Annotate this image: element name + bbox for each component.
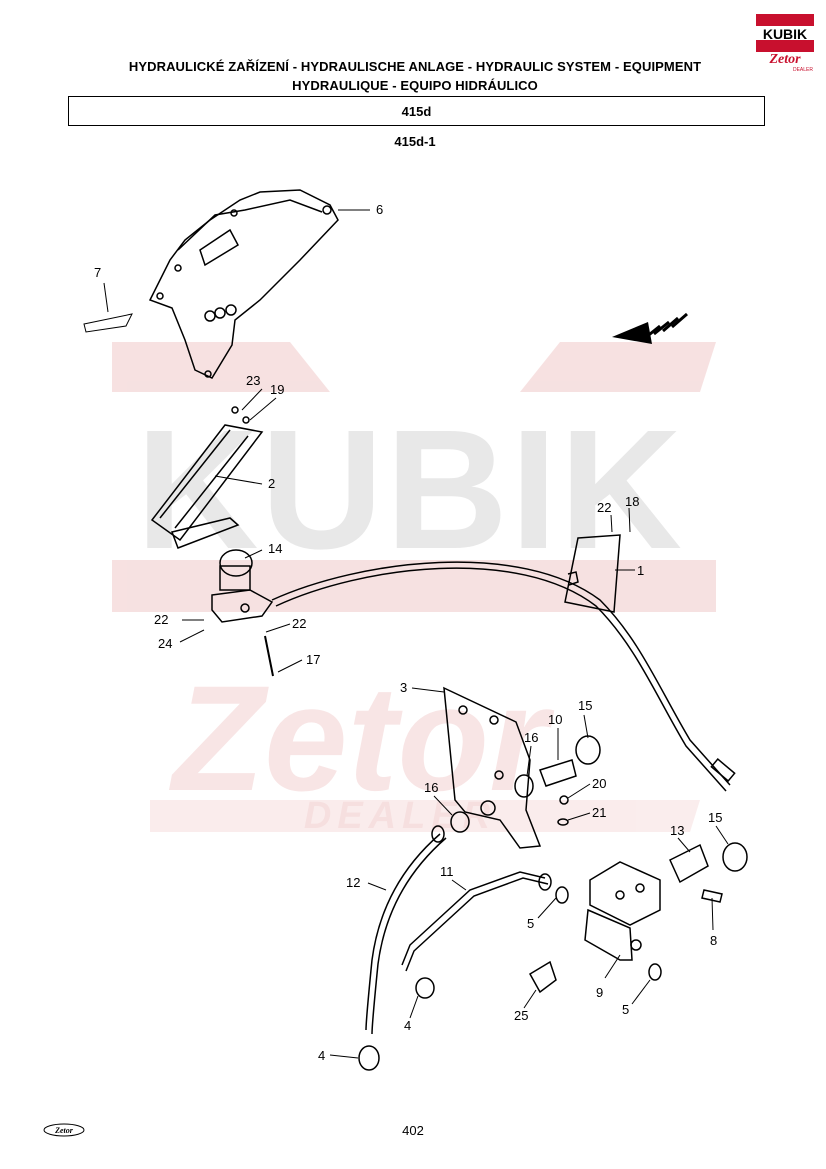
callout-5-left: 5 bbox=[527, 916, 534, 931]
part-3-mounting-plate bbox=[443, 686, 542, 849]
watermark-dealer-text: DEALER bbox=[304, 795, 496, 837]
callout-19: 19 bbox=[270, 382, 284, 397]
callout-4-bottom: 4 bbox=[318, 1048, 325, 1063]
callout-16-left: 16 bbox=[424, 780, 438, 795]
section-code-box: 415d bbox=[68, 96, 765, 126]
callout-12: 12 bbox=[346, 875, 360, 890]
callout-23: 23 bbox=[246, 373, 260, 388]
watermark-zetor-text: Zetor bbox=[169, 654, 556, 822]
page-title-line-1: HYDRAULICKÉ ZAŘÍZENÍ - HYDRAULISCHE ANLA… bbox=[128, 59, 702, 74]
footer-zetor-logo: Zetor bbox=[43, 1123, 85, 1137]
callout-10: 10 bbox=[548, 712, 562, 727]
callout-9: 9 bbox=[596, 985, 603, 1000]
callout-5-right: 5 bbox=[622, 1002, 629, 1017]
dealer-watermark: KUBIK Zetor DEALER bbox=[112, 342, 716, 837]
callout-2: 2 bbox=[268, 476, 275, 491]
pipes bbox=[358, 825, 552, 1071]
callout-11: 11 bbox=[440, 864, 454, 879]
callout-22-right: 22 bbox=[597, 500, 611, 515]
part-9-valve-block bbox=[528, 842, 748, 994]
callout-22-mid: 22 bbox=[292, 616, 306, 631]
callout-8: 8 bbox=[710, 933, 717, 948]
page-number: 402 bbox=[402, 1123, 424, 1138]
callout-17: 17 bbox=[306, 652, 320, 667]
zetor-logo-text: Zetor bbox=[768, 52, 801, 67]
callout-3: 3 bbox=[400, 680, 407, 695]
sub-code: 415d-1 bbox=[394, 134, 436, 149]
callout-20: 20 bbox=[592, 776, 606, 791]
callout-14: 14 bbox=[268, 541, 282, 556]
callout-22-left: 22 bbox=[154, 612, 168, 627]
footer-logo-text: Zetor bbox=[54, 1126, 74, 1135]
callout-24: 24 bbox=[158, 636, 172, 651]
callout-16-top: 16 bbox=[524, 730, 538, 745]
callout-21: 21 bbox=[592, 805, 606, 820]
page-title-line-2: HYDRAULIQUE - EQUIPO HIDRÁULICO bbox=[292, 78, 538, 93]
callout-25: 25 bbox=[514, 1008, 528, 1023]
part-1-plate bbox=[564, 534, 621, 613]
part-17-bolt bbox=[264, 635, 274, 677]
part-14-valve bbox=[211, 549, 274, 623]
kubik-zetor-logo: KUBIK Zetor DEALER bbox=[756, 14, 814, 73]
callout-4-mid: 4 bbox=[404, 1018, 411, 1033]
part-2-channel bbox=[150, 406, 264, 549]
direction-arrow bbox=[612, 312, 688, 344]
kubik-logo-text: KUBIK bbox=[763, 26, 807, 42]
section-code: 415d bbox=[401, 103, 432, 119]
callout-15-right: 15 bbox=[708, 810, 722, 825]
callout-labels: 6 7 23 19 2 22 18 14 1 22 24 22 17 3 15 … bbox=[94, 202, 722, 1063]
callout-7: 7 bbox=[94, 265, 101, 280]
callout-18: 18 bbox=[625, 494, 639, 509]
part-6-bracket bbox=[148, 189, 339, 379]
callout-6: 6 bbox=[376, 202, 383, 217]
leader-lines bbox=[103, 209, 729, 1059]
callout-13: 13 bbox=[670, 823, 684, 838]
callout-15-top: 15 bbox=[578, 698, 592, 713]
part-7-label bbox=[83, 313, 133, 333]
dealer-logo-text: DEALER bbox=[793, 67, 813, 73]
watermark-kubik-text: KUBIK bbox=[136, 395, 684, 585]
callout-1: 1 bbox=[637, 563, 644, 578]
control-cable bbox=[271, 561, 736, 792]
